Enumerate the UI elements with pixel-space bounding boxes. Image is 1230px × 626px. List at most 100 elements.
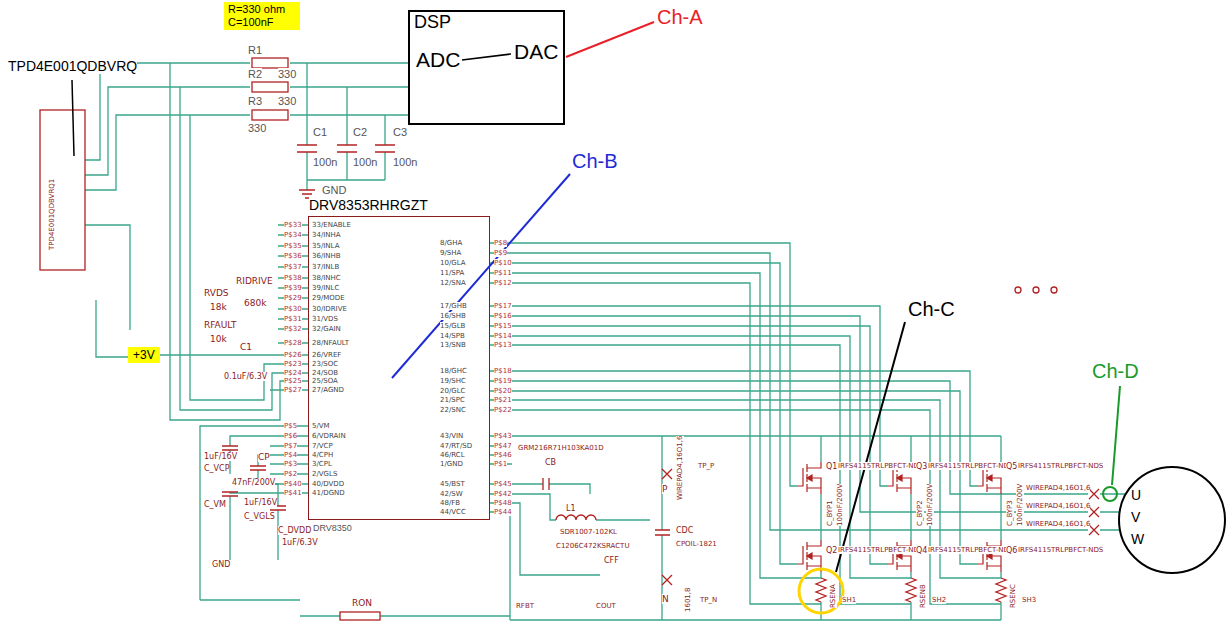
signal-wires <box>170 63 408 190</box>
part-label: GND <box>212 560 230 569</box>
gate-wires-b <box>490 306 911 604</box>
pin-name: 11/SPA <box>440 269 464 277</box>
wire-net <box>85 63 1125 620</box>
probe-circle <box>1103 487 1117 501</box>
leader-line <box>566 22 654 57</box>
node-text: W <box>1131 531 1144 547</box>
part-label: CFF <box>604 556 619 565</box>
node-text: V <box>1131 509 1140 525</box>
part-label: IRFS4115TRLPBFCT-NDS <box>838 546 923 554</box>
capacitor-symbol <box>297 145 395 152</box>
resistor-symbol <box>252 82 288 92</box>
gate-wires-c <box>490 371 1001 604</box>
note-box: R=330 ohm C=100nF <box>224 2 300 30</box>
part-label: 330 <box>248 122 266 135</box>
part-label: P <box>662 484 667 494</box>
pin-name: 27/AGND <box>312 386 344 394</box>
part-label: Q4 <box>916 546 927 555</box>
pin-number: P$26 <box>284 351 302 359</box>
part-label: CPOIL-1821 <box>676 540 717 548</box>
pin-name: 24/SOB <box>312 369 338 377</box>
part-label: R3 <box>248 95 262 108</box>
mosfet-symbol <box>887 540 911 572</box>
pin-stubs <box>270 225 512 493</box>
pin-name: 9/SHA <box>440 249 461 257</box>
part-label: Q6 <box>1006 546 1017 555</box>
pin-number: P$2 <box>284 470 297 478</box>
highlight-circle <box>799 569 843 613</box>
part-label: 0.1uF/6.3V <box>224 372 267 381</box>
pin-name: 39/INLC <box>312 284 339 292</box>
regulator-wires <box>300 436 662 620</box>
part-label: CP <box>258 452 270 462</box>
pin-name: 45/BST <box>440 480 465 488</box>
pin-name: 4/CPH <box>312 451 333 459</box>
pin-name: 13/SNB <box>440 341 466 349</box>
pin-number: P$6 <box>284 432 297 440</box>
part-label: TPD4E001QDBVRQ1 <box>48 179 56 250</box>
pin-name: 3/CPL <box>312 460 332 468</box>
pin-number: P$47 <box>494 442 512 450</box>
pin-name: 32/GAIN <box>312 325 341 333</box>
part-callout: TPD4E001QDBVRQ <box>8 58 137 74</box>
pin-number: P$5 <box>284 422 297 430</box>
pin-name: 1/GND <box>440 460 463 468</box>
inductor-symbol <box>556 515 596 520</box>
pin-number: P$33 <box>284 221 302 229</box>
part-label: CB <box>545 458 556 467</box>
part-label: N <box>662 594 669 604</box>
part-label: C_VGLS <box>244 512 275 521</box>
supply-box: +3V <box>128 347 160 363</box>
pin-number: P$21 <box>494 396 512 404</box>
node-text: ADC <box>416 48 460 72</box>
pin-name: 43/VIN <box>440 432 463 440</box>
pin-name: 17/GHB <box>440 302 467 310</box>
pin-number: P$35 <box>284 242 302 250</box>
pin-number: P$4 <box>284 451 297 459</box>
pin-name: 33/ENABLE <box>312 221 351 229</box>
pin-name: 15/GLB <box>440 322 465 330</box>
pin-name: 31/VDS <box>312 315 338 323</box>
pin-number: P$19 <box>494 377 512 385</box>
part-label: WIREPAD4,16O1,6 <box>676 436 684 500</box>
pin-name: 42/SW <box>440 490 463 498</box>
leader-line <box>836 322 905 572</box>
channel-callout: Ch-D <box>1092 360 1139 383</box>
pin-name: 18/GHC <box>440 367 467 375</box>
resistor-symbol <box>252 58 288 68</box>
part-label: RFAULT <box>204 320 237 330</box>
part-label: IRFS4115TRLPBFCT-NDS <box>1018 462 1103 470</box>
pin-name: 26/VREF <box>312 351 341 359</box>
part-label: 100nF/200V <box>1016 484 1024 526</box>
mosfet-symbol <box>977 540 1001 572</box>
pin-name: 36/INHB <box>312 252 341 260</box>
pin-number: P$25 <box>284 377 302 385</box>
pin-number: P$48 <box>494 499 512 507</box>
part-label: IRFS4115TRLPBFCT-NDS <box>1018 546 1103 554</box>
ground-symbol <box>299 190 315 198</box>
pin-name: 16/SHB <box>440 312 466 320</box>
pin-name: 29/MODE <box>312 294 345 302</box>
pin-number: P$37 <box>284 263 302 271</box>
part-label: 18k <box>210 302 227 312</box>
part-label: SH1 <box>842 596 856 604</box>
pin-name: 44/VCC <box>440 508 466 516</box>
part-label: SDR1007-102KL <box>560 528 617 536</box>
pin-name: 7/VCP <box>312 442 333 450</box>
part-label: RSENB <box>919 584 927 608</box>
pin-number: P$15 <box>494 322 512 330</box>
part-label: C3 <box>393 126 407 139</box>
part-label: RSENC <box>1009 584 1017 608</box>
node-text: DSP <box>414 12 451 33</box>
pin-number: P$40 <box>284 480 302 488</box>
pin-number: P$23 <box>284 360 302 368</box>
part-label: IRFS4115TRLPBFCT-NDS <box>928 546 1013 554</box>
pin-name: 47/RT/SD <box>440 442 472 450</box>
pin-name: 6/VDRAIN <box>312 432 346 440</box>
pin-number: P$3 <box>284 460 297 468</box>
gate-wires-a <box>490 243 821 604</box>
pin-name: 14/SPB <box>440 332 465 340</box>
pin-name: 8/GHA <box>440 239 462 247</box>
part-label: IRFS4115TRLPBFCT-NDS <box>838 462 923 470</box>
node-text: U <box>1131 487 1141 503</box>
